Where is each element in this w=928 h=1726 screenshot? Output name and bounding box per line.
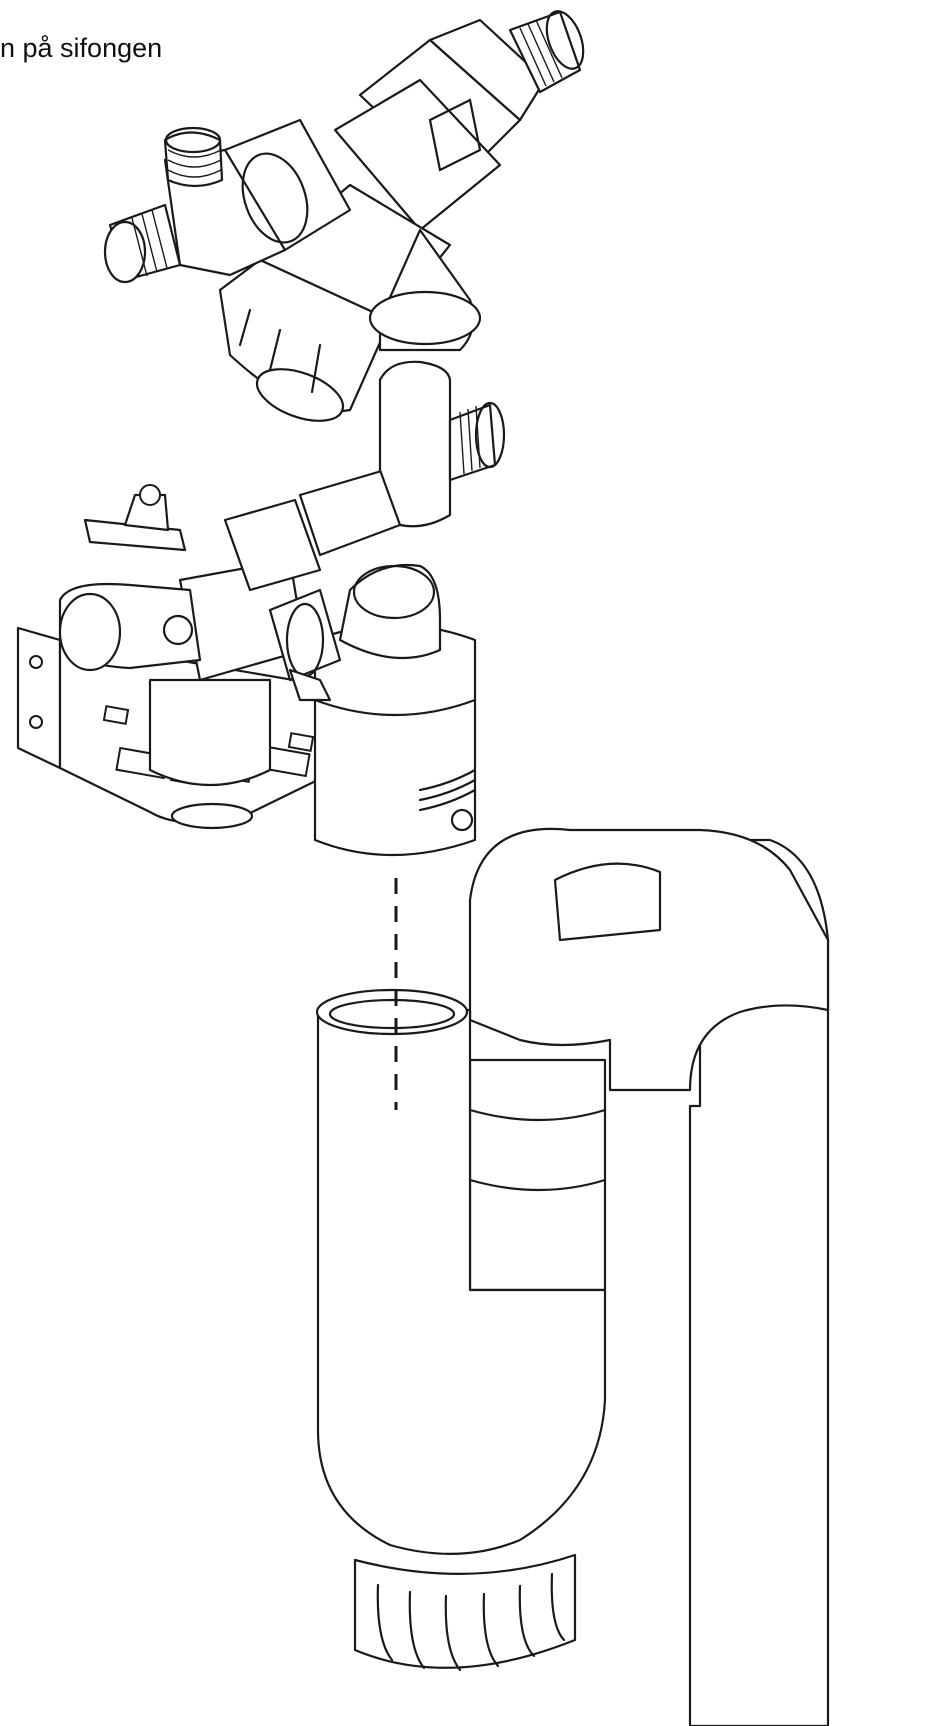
upper-valve-assembly — [105, 6, 590, 431]
caption-text: n på sifongen — [0, 33, 163, 63]
valve-stem — [125, 495, 168, 530]
bracket-screw-hole — [30, 656, 42, 668]
reducer-body — [335, 80, 500, 230]
instruction-caption: n på sifongen — [0, 0, 162, 64]
pipe-elbow-down — [380, 362, 450, 526]
tundish — [315, 565, 475, 855]
t-piece-left-end — [105, 222, 145, 282]
bracket-screw-hole — [30, 716, 42, 728]
siphon-trap — [317, 829, 828, 1726]
t-piece-top-thread — [165, 133, 222, 187]
siphon-inlet-pipe — [318, 1010, 605, 1554]
siphon-nut-ribs — [378, 1574, 564, 1670]
ball-valve-assembly — [60, 485, 340, 785]
valve-union-nut — [225, 500, 320, 590]
valve-wing-nut — [290, 670, 330, 700]
reducer-elbow-nut — [370, 292, 480, 344]
siphon-inlet-rim — [317, 990, 467, 1034]
siphon-bottom-nut — [355, 1555, 575, 1668]
tundish-elbow — [340, 565, 440, 658]
valve-side-nut — [270, 590, 340, 680]
siphon-middle-pipe — [470, 1060, 605, 1290]
thread-lines — [460, 406, 480, 474]
connecting-pipe — [225, 362, 504, 590]
tundish-screw — [452, 810, 472, 830]
filter-bowl-outlet — [250, 359, 350, 431]
valve-lower-body — [150, 680, 270, 785]
reducer-label — [430, 100, 480, 170]
upper-male-thread — [510, 12, 580, 92]
bracket-bottom-fitting — [172, 804, 252, 828]
t-piece-union — [225, 120, 350, 250]
siphon-elbow-coupling — [555, 864, 660, 940]
valve-label-disc — [164, 616, 192, 644]
filter-bowl-ribs — [240, 310, 320, 392]
valve-stem-cap — [140, 485, 160, 505]
bracket-back-plate — [18, 628, 60, 768]
valve-left-inlet-end — [60, 594, 120, 670]
